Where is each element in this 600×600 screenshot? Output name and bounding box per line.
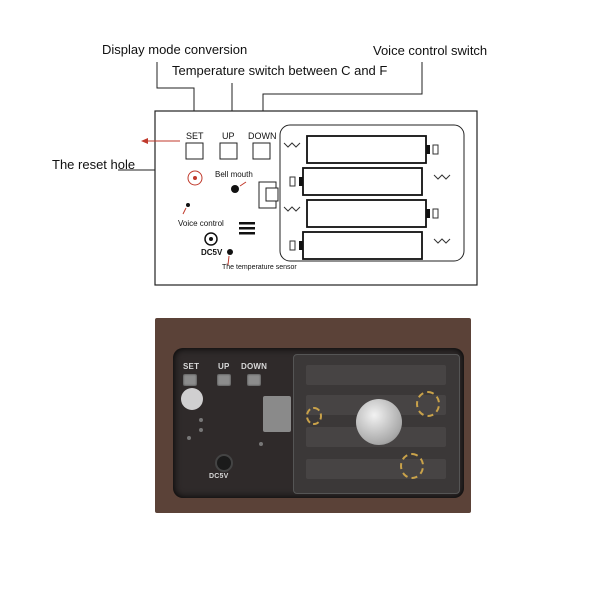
temp-sensor-dot bbox=[227, 249, 233, 255]
voice-control-dot bbox=[186, 203, 190, 207]
panel-set-label: SET bbox=[186, 131, 204, 141]
photo-down-button bbox=[247, 374, 261, 386]
device-back-photo: SET UP DOWN DC5V bbox=[155, 318, 471, 513]
photo-spring-1 bbox=[416, 391, 440, 417]
callout-display-mode: Display mode conversion bbox=[102, 42, 248, 57]
photo-set-label: SET bbox=[183, 362, 200, 371]
panel-down-label: DOWN bbox=[248, 131, 277, 141]
photo-coin-cell bbox=[356, 399, 402, 445]
battery-3 bbox=[306, 199, 430, 228]
photo-spring-2 bbox=[400, 453, 424, 479]
spring-left-1 bbox=[283, 142, 301, 148]
callout-reset-hole: The reset hole bbox=[52, 157, 136, 172]
down-button-shape bbox=[252, 142, 271, 160]
photo-set-button bbox=[183, 374, 197, 386]
battery-4 bbox=[299, 231, 423, 260]
dc5v-jack-inner bbox=[209, 237, 213, 241]
callout-temp-switch: Temperature switch between C and F bbox=[172, 63, 388, 78]
panel-up-label: UP bbox=[222, 131, 235, 141]
photo-up-label: UP bbox=[218, 362, 230, 371]
voice-control-label: Voice control bbox=[178, 219, 224, 228]
bell-mouth-label: Bell mouth bbox=[215, 170, 253, 179]
callout-voice-switch: Voice control switch bbox=[373, 43, 488, 58]
red-arrow-head bbox=[141, 138, 148, 144]
temp-sensor-label: The temperature sensor bbox=[222, 264, 297, 271]
set-button-shape bbox=[185, 142, 204, 160]
photo-down-label: DOWN bbox=[241, 362, 268, 371]
photo-up-button bbox=[217, 374, 231, 386]
spring-right-2 bbox=[433, 238, 451, 244]
photo-panel: SET UP DOWN DC5V bbox=[173, 348, 464, 498]
dc5v-label: DC5V bbox=[201, 248, 223, 257]
leader-display-mode bbox=[156, 62, 195, 128]
spring-right-1 bbox=[433, 174, 451, 180]
spring-left-2 bbox=[283, 206, 301, 212]
battery-1 bbox=[306, 135, 430, 164]
photo-dc5v-jack bbox=[215, 454, 233, 472]
bell-mouth-dot bbox=[231, 185, 239, 193]
battery-2 bbox=[299, 167, 423, 196]
up-button-shape bbox=[219, 142, 238, 160]
photo-dc5v-label: DC5V bbox=[209, 473, 229, 480]
photo-battery-tray bbox=[293, 354, 460, 494]
photo-latch bbox=[263, 396, 291, 432]
reset-hole-dot bbox=[193, 176, 197, 180]
photo-reset-hole bbox=[181, 388, 203, 410]
